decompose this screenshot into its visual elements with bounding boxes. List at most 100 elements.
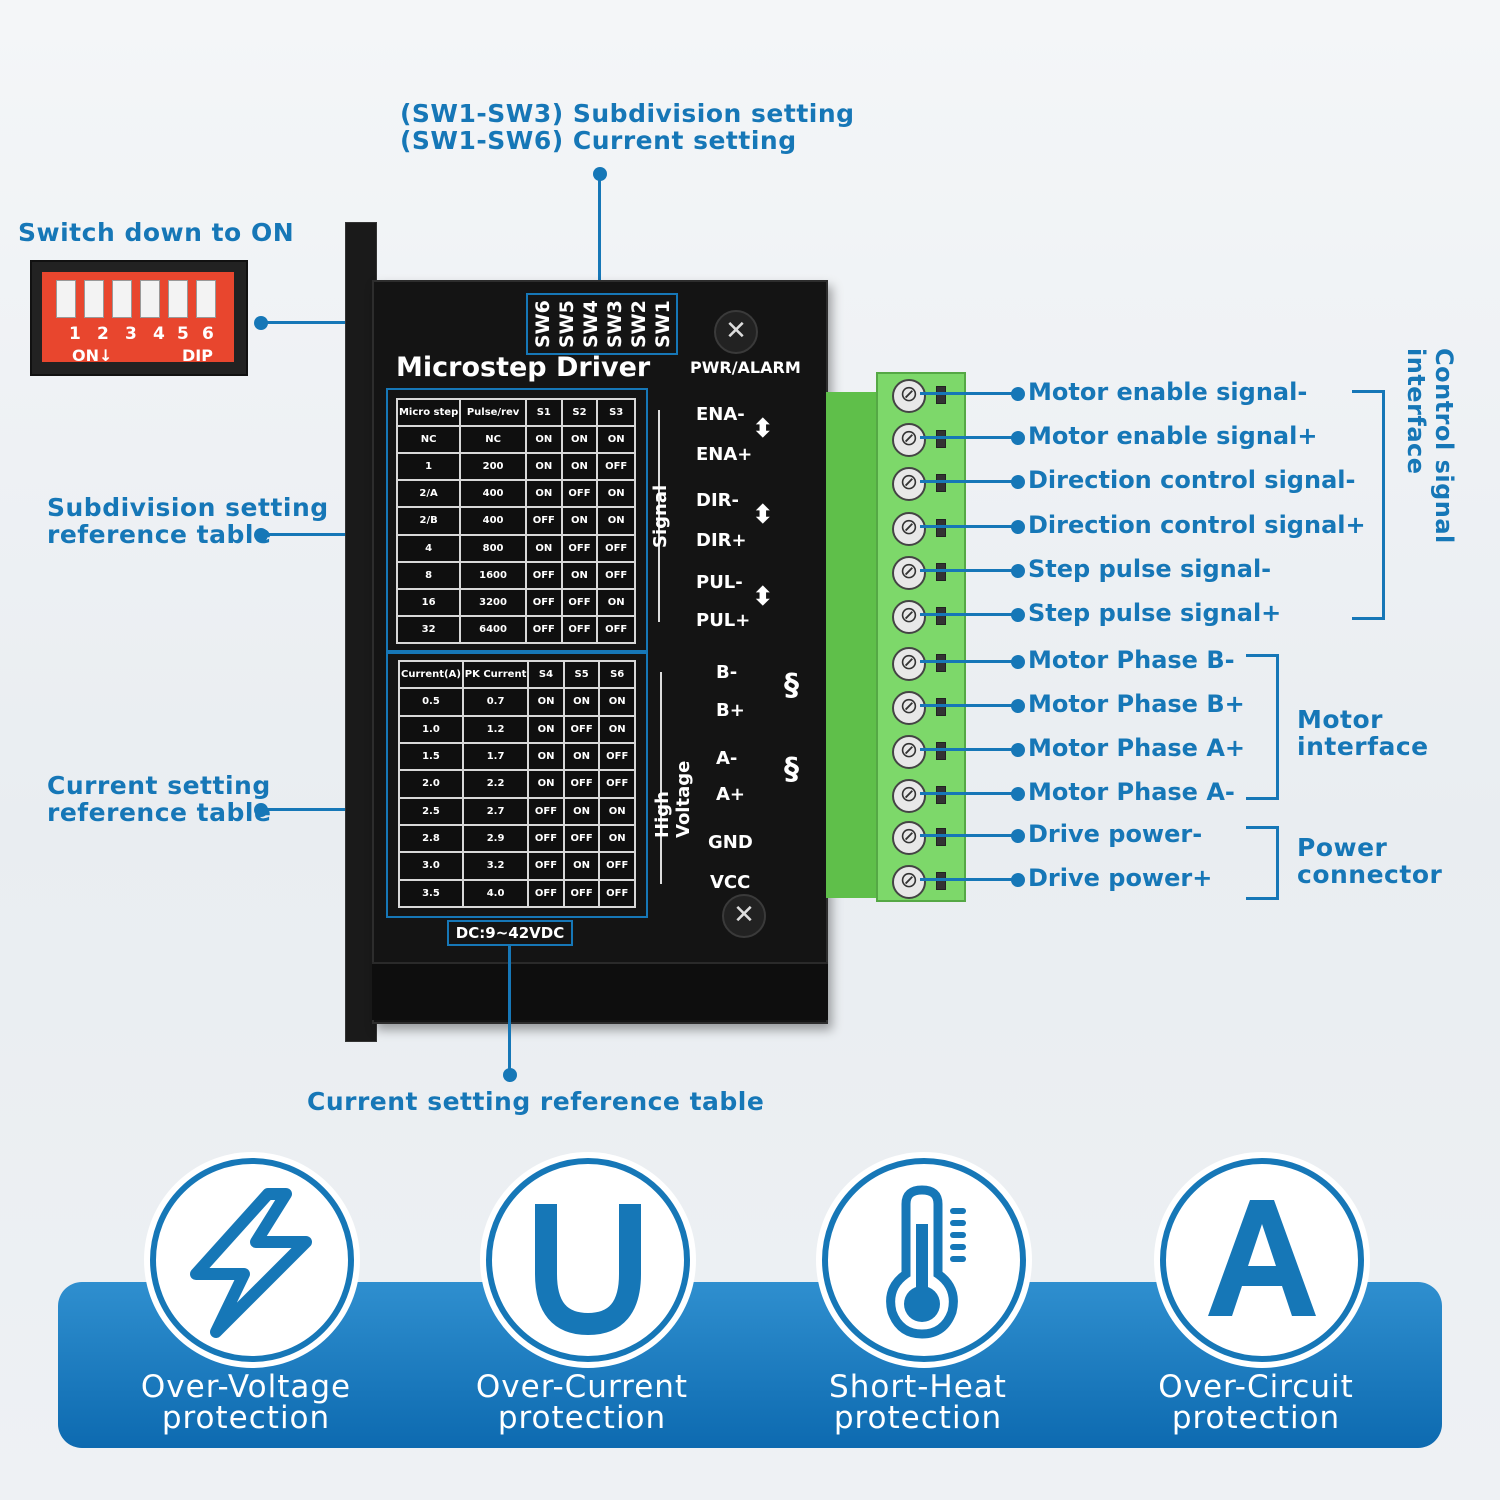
power-group-line2: connector — [1297, 860, 1443, 889]
power-group-line1: Power — [1297, 833, 1388, 862]
table-cell: ON — [560, 425, 599, 455]
table-cell: 6400 — [459, 614, 527, 645]
table-cell: 3.2 — [461, 851, 530, 881]
table-cell: 0.7 — [461, 687, 530, 717]
table-cell: OFF — [524, 560, 563, 590]
pin-label: GND — [708, 832, 753, 853]
table-cell: ON — [560, 506, 599, 536]
signal-group-line — [658, 410, 660, 622]
terminal-label: Direction control signal- — [1028, 466, 1356, 494]
thermometer-icon — [886, 1185, 966, 1339]
terminal-leader-dot — [1011, 520, 1025, 534]
table-header-cell: S5 — [562, 659, 601, 690]
table-cell: 1 — [395, 452, 462, 482]
feature-subtitle: protection — [161, 1400, 331, 1436]
pin-label: A+ — [716, 784, 746, 805]
terminal-leader-line — [920, 436, 1016, 439]
screw-icon: ✕ — [722, 894, 766, 938]
terminal-label: Motor Phase B- — [1028, 646, 1235, 674]
terminal-leader-line — [920, 704, 1016, 707]
table-cell: OFF — [562, 878, 601, 909]
letter-u-icon — [535, 1204, 641, 1336]
terminal-leader-line — [920, 392, 1016, 395]
sw-label: SW5 — [556, 300, 578, 348]
terminal-leader-dot — [1011, 564, 1025, 578]
table-cell: 2/B — [395, 506, 462, 536]
power-bracket — [1246, 826, 1279, 900]
switch-callout-dot — [254, 316, 268, 330]
table-cell: OFF — [560, 614, 599, 645]
feature-subtitle: protection — [497, 1400, 667, 1436]
terminal-leader-dot — [1011, 743, 1025, 757]
dip-knob — [112, 280, 132, 318]
table-cell: ON — [562, 796, 601, 826]
terminal-screw-icon: ⊘ — [892, 379, 926, 413]
dc-range-label: DC:9~42VDC — [447, 920, 573, 946]
pin-label: ENA+ — [696, 444, 753, 465]
sw-label: SW2 — [628, 300, 650, 348]
power-group-label: Power connector — [1297, 834, 1442, 888]
terminal-slot — [936, 519, 946, 537]
terminal-leader-dot — [1011, 387, 1025, 401]
terminal-leader-dot — [1011, 829, 1025, 843]
terminal-leader-line — [920, 525, 1016, 528]
dip-switch-photo: 1 2 3 4 5 6 ON↓ DIP — [30, 260, 248, 376]
coil-icon: § — [784, 752, 799, 787]
table-cell: OFF — [527, 823, 565, 854]
table-cell: 1600 — [459, 560, 527, 590]
table-cell: 2.7 — [461, 796, 530, 826]
table-cell: ON — [524, 533, 563, 563]
feature-circle — [822, 1158, 1026, 1362]
dip-knob — [56, 280, 76, 318]
terminal-slot — [936, 430, 946, 448]
terminal-slot — [936, 828, 946, 846]
terminal-leader-line — [920, 834, 1016, 837]
terminal-screw-icon: ⊘ — [892, 865, 926, 899]
table-cell: ON — [598, 823, 636, 854]
table-cell: ON — [560, 560, 599, 590]
control-bracket — [1352, 390, 1385, 620]
table-cell: ON — [527, 741, 565, 772]
terminal-slot — [936, 786, 946, 804]
table-cell: OFF — [598, 769, 636, 799]
pin-label: ENA- — [696, 404, 745, 425]
table-cell: OFF — [524, 614, 563, 645]
table-cell: ON — [598, 714, 636, 744]
table-cell: OFF — [560, 479, 599, 509]
terminal-block: ⊘⊘⊘⊘⊘⊘⊘⊘⊘⊘⊘⊘ — [876, 372, 966, 902]
bottom-callout-dot — [503, 1068, 517, 1082]
current-callout-line — [262, 808, 388, 811]
terminal-slot — [936, 474, 946, 492]
dip-knob — [196, 280, 216, 318]
table-header-cell: S1 — [524, 397, 563, 428]
table-cell: OFF — [598, 851, 636, 881]
terminal-screw-icon: ⊘ — [892, 735, 926, 769]
terminal-leader-line — [920, 569, 1016, 572]
table-cell: ON — [527, 714, 565, 744]
lightning-icon — [190, 1188, 312, 1338]
terminal-slot — [936, 742, 946, 760]
pin-label: A- — [716, 748, 738, 769]
terminal-slot — [936, 698, 946, 716]
terminal-leader-dot — [1011, 655, 1025, 669]
terminal-screw-icon: ⊘ — [892, 779, 926, 813]
driver-base — [372, 962, 828, 1020]
motor-group-label: Motor interface — [1297, 706, 1429, 760]
pin-label: PUL- — [696, 572, 743, 593]
table-cell: ON — [524, 479, 563, 509]
subdiv-callout: Subdivision setting reference table — [47, 494, 329, 548]
sw-label: SW4 — [580, 300, 602, 348]
table-cell: 16 — [395, 587, 462, 617]
terminal-label: Drive power+ — [1028, 864, 1213, 892]
table-cell: ON — [524, 425, 563, 455]
feature-title: Over-Current — [475, 1369, 689, 1405]
dip-switch-body: 1 2 3 4 5 6 ON↓ DIP — [42, 272, 234, 365]
top-callout-line1: (SW1-SW3) Subdivision setting — [400, 99, 855, 128]
terminal-leader-line — [920, 660, 1016, 663]
table-cell: OFF — [560, 533, 599, 563]
